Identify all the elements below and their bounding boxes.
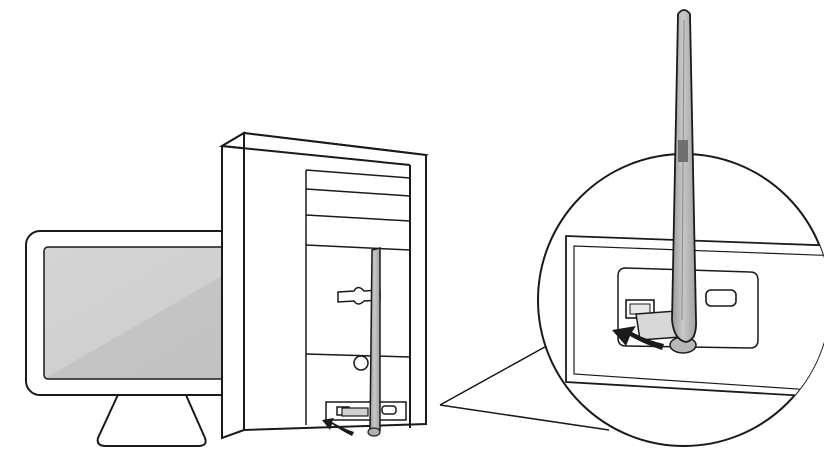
antenna-logo-mark — [678, 140, 688, 162]
pc-tower-icon — [218, 131, 429, 440]
callout-connector — [439, 342, 610, 431]
power-button — [353, 355, 369, 371]
zoom-port-right — [705, 289, 737, 307]
usb-port-small-2 — [381, 405, 397, 415]
magnifier-callout-icon — [537, 9, 824, 447]
tower-side — [221, 131, 245, 440]
insert-arrow-icon — [612, 326, 664, 350]
monitor-stand — [96, 385, 207, 447]
insert-arrow-icon — [322, 418, 354, 436]
tower-drive-bays — [305, 169, 411, 425]
zoom-antenna — [671, 9, 697, 343]
usb-antenna-adapter-icon — [341, 247, 381, 437]
